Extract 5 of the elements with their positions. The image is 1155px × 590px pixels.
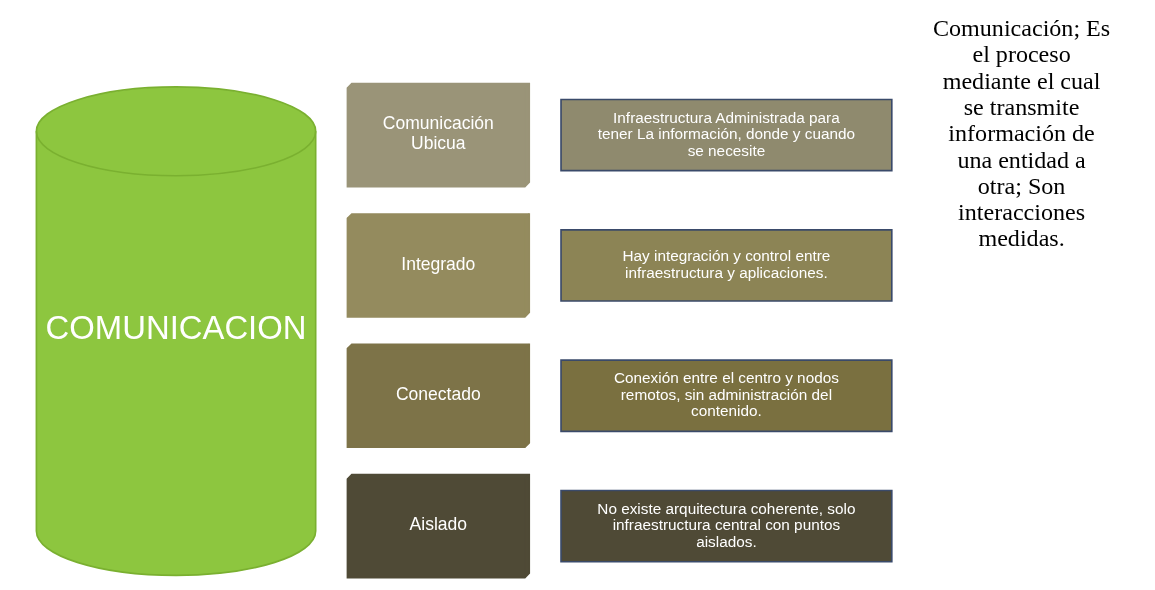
node-box: Conexión entre el centro y nodos remotos, sin administración del contenido. bbox=[559, 359, 893, 433]
label: Comunicación; Es el proceso mediante el cual se transmite información de una entidad a otra; Son interacciones medidas. bbox=[932, 15, 1110, 252]
node-box: Hay integración y control entre infraestructura y aplicaciones. bbox=[559, 229, 893, 302]
node-box: No existe arquitectura coherente, solo infraestructura central con puntos aislados. bbox=[559, 489, 893, 563]
node-box: Infraestructura Administrada para tener La información, donde y cuando se necesite bbox=[559, 98, 893, 172]
